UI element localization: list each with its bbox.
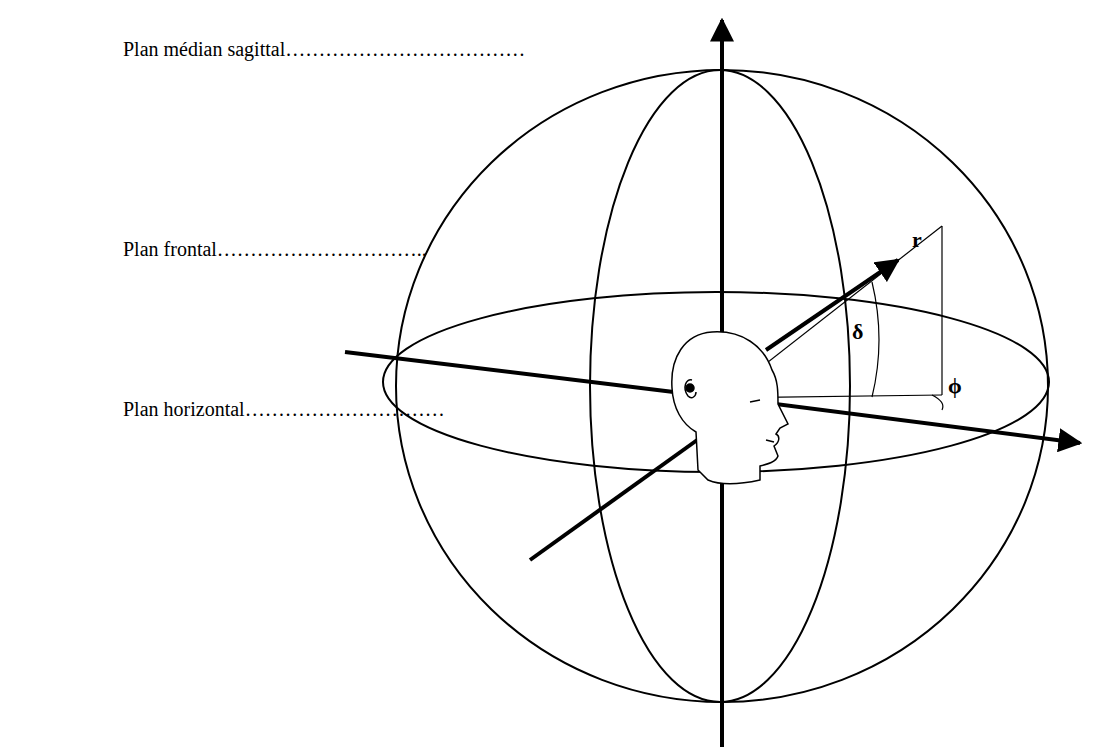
r-vector [766,260,898,350]
sagittal-axis [530,438,700,560]
angle-ray [941,226,942,395]
plane-label: Plan médian sagittal……………………………… [123,38,525,60]
plane-label: Plan frontal………………………….. [123,238,427,260]
angle-symbol: ϕ [948,374,962,398]
head-figure [672,332,788,484]
vector-symbol: r [912,228,922,252]
plane-label: Plan horizontal………………………… [123,398,445,420]
delta-arc [872,282,879,397]
angle-symbol: δ [852,320,863,344]
transverse-axis [760,402,1080,443]
transverse-axis [345,352,690,394]
phi-arc [932,395,943,410]
